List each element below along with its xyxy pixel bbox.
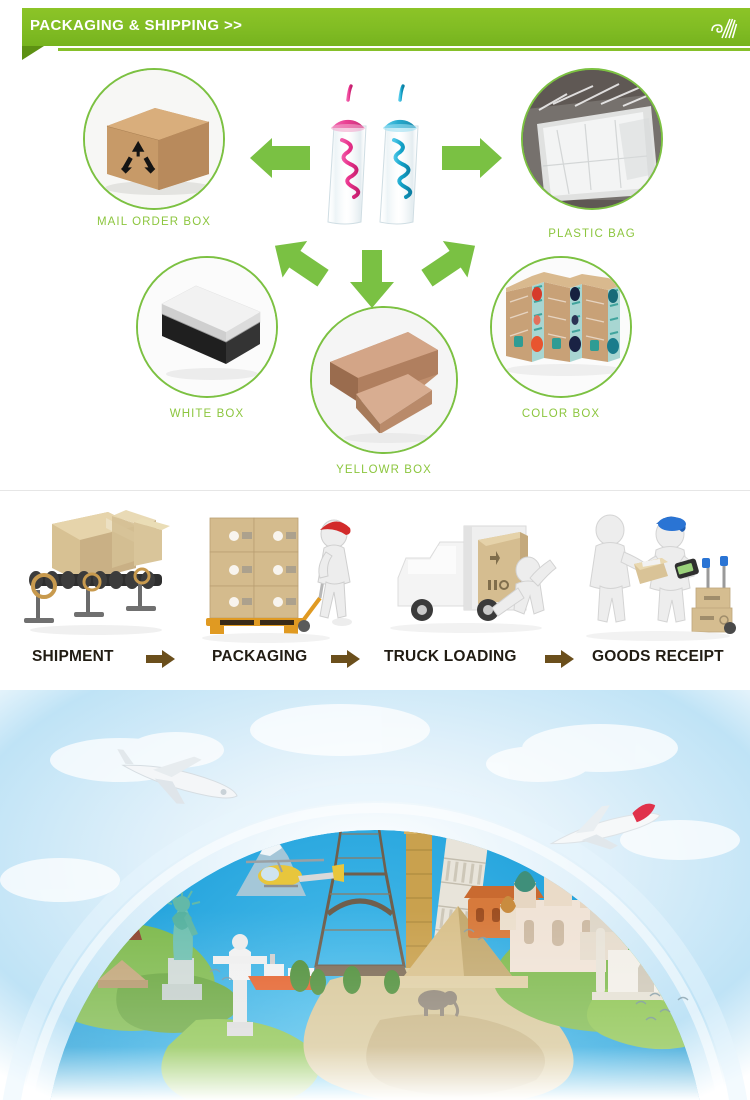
label-mail-order-box: MAIL ORDER BOX: [96, 216, 212, 228]
section-process-flow: SHIPMENT: [0, 492, 750, 692]
arrow-to-mail-order-box: [250, 138, 310, 178]
process-arrow-1: [146, 650, 175, 668]
color-box-icon: [492, 258, 630, 396]
banner-underline: [58, 48, 750, 51]
banner-bar: [22, 8, 750, 46]
banner-tail-decoration: [22, 46, 44, 60]
airplane-right-icon: [549, 803, 661, 850]
kraft-box-icon: [312, 308, 456, 452]
section-packaging-diagram: MAIL ORDER BOX PLASTIC BAG: [0, 56, 750, 486]
section-world-globe: [0, 690, 750, 1100]
arrow-to-yellow-box: [350, 250, 394, 308]
label-yellow-box: YELLOWR BOX: [336, 464, 432, 476]
divider-top: [0, 490, 750, 491]
process-arrow-2: [331, 650, 360, 668]
helicopter-icon: [245, 858, 344, 888]
step-icon-truck-loading: [378, 506, 558, 646]
page-title: PACKAGING & SHIPPING >>: [30, 17, 243, 34]
product-tumblers: [312, 78, 432, 238]
node-color-box: [490, 256, 632, 398]
step-label-goods-receipt: GOODS RECEIPT: [592, 648, 724, 665]
node-plastic-bag: [521, 68, 663, 210]
step-label-truck-loading: TRUCK LOADING: [384, 648, 517, 665]
step-label-packaging: PACKAGING: [212, 648, 308, 665]
step-icon-shipment: [16, 502, 176, 642]
airplane-upper-left-icon: [117, 749, 238, 804]
step-icon-goods-receipt: [578, 502, 738, 647]
arrow-to-color-box: [421, 240, 476, 287]
process-arrow-3: [545, 650, 574, 668]
node-white-box: [136, 256, 278, 398]
cardboard-box-recycle-icon: [85, 70, 223, 208]
white-box-icon: [138, 258, 276, 396]
step-icon-packaging: [196, 500, 356, 645]
label-color-box: COLOR BOX: [521, 408, 601, 420]
company-monogram-icon: [711, 18, 738, 39]
node-yellow-box: [310, 306, 458, 454]
step-label-shipment: SHIPMENT: [32, 648, 114, 665]
arrow-to-plastic-bag: [442, 138, 502, 178]
arrow-to-white-box: [274, 240, 329, 287]
label-white-box: WHITE BOX: [169, 408, 245, 420]
plastic-bag-icon: [523, 70, 661, 208]
section-header-banner: PACKAGING & SHIPPING >>: [0, 8, 750, 60]
label-plastic-bag: PLASTIC BAG: [548, 228, 636, 240]
world-landmarks-globe: [0, 690, 750, 1100]
node-mail-order-box: [83, 68, 225, 210]
